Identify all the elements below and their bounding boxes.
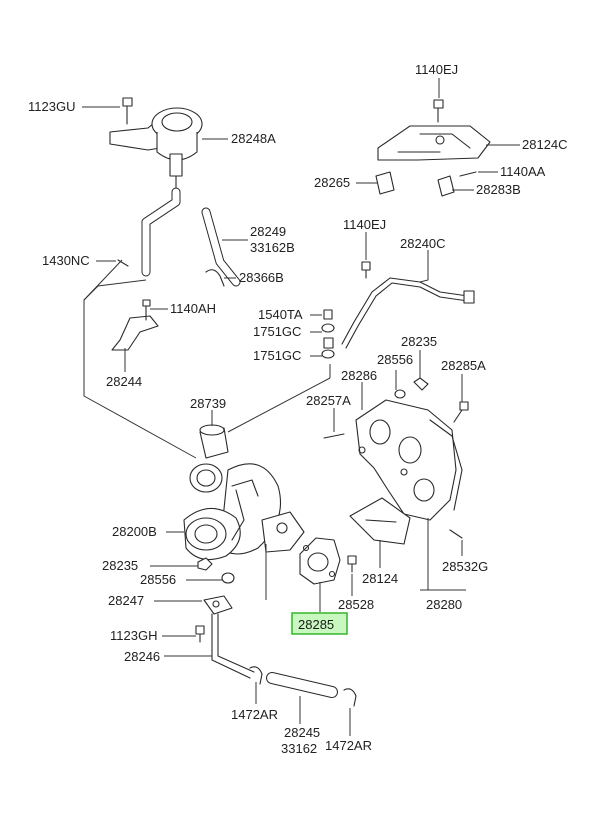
bolt-28528 (347, 555, 357, 573)
label-28285a[interactable]: 28285A (441, 358, 486, 373)
bracket-28283b (437, 175, 455, 197)
washer-upper (394, 389, 406, 399)
label-28366b[interactable]: 28366B (239, 270, 284, 285)
exhaust-manifold (355, 399, 463, 521)
nut-upper (413, 377, 429, 391)
bolt-1123gu (122, 97, 133, 125)
wastegate-actuator (109, 107, 203, 193)
label-1140aa[interactable]: 1140AA (500, 164, 546, 179)
bolt-1140aa (459, 171, 477, 177)
heat-shield-lower (349, 497, 411, 545)
label-1123gu[interactable]: 1123GU (28, 99, 75, 114)
routing-line-left (83, 259, 197, 459)
label-28244[interactable]: 28244 (106, 374, 142, 389)
label-28245[interactable]: 28245 (284, 725, 320, 740)
callout-labels: 1140EJ 1123GU 28248A 28124C 28265 1140AA… (28, 62, 568, 756)
label-1472ar-b[interactable]: 1472AR (325, 738, 372, 753)
oil-return-hose (249, 666, 357, 707)
label-28257a[interactable]: 28257A (306, 393, 351, 408)
label-28235-bot[interactable]: 28235 (102, 558, 138, 573)
label-28246[interactable]: 28246 (124, 649, 160, 664)
label-28124c[interactable]: 28124C (522, 137, 568, 152)
bracket-28244 (111, 299, 159, 351)
label-28240c[interactable]: 28240C (400, 236, 446, 251)
label-28249[interactable]: 28249 (250, 224, 286, 239)
label-1472ar-a[interactable]: 1472AR (231, 707, 278, 722)
leader-lines (82, 78, 520, 736)
turbocharger (183, 463, 305, 561)
clamp-28366b (205, 269, 225, 287)
label-1140ej-mid[interactable]: 1140EJ (343, 217, 386, 232)
label-28528[interactable]: 28528 (338, 597, 374, 612)
oil-feed-pipe (341, 261, 475, 349)
label-28286[interactable]: 28286 (341, 368, 377, 383)
stud-28257a (323, 433, 345, 439)
bolt-1140ej-top (433, 99, 444, 123)
label-28556-bot[interactable]: 28556 (140, 572, 176, 587)
label-28248a[interactable]: 28248A (231, 131, 276, 146)
label-33162b[interactable]: 33162B (250, 240, 295, 255)
label-28247[interactable]: 28247 (108, 593, 144, 608)
label-28124[interactable]: 28124 (362, 571, 398, 586)
label-28280[interactable]: 28280 (426, 597, 462, 612)
stud-28532g (449, 529, 463, 539)
banjo-bolt-washers (321, 309, 335, 359)
label-1430nc[interactable]: 1430NC (42, 253, 90, 268)
label-1751gc-a[interactable]: 1751GC (253, 324, 301, 339)
inlet-pipe-28739 (199, 424, 229, 459)
bracket-28265 (375, 171, 395, 195)
bolt-28285a (453, 401, 469, 423)
label-28739[interactable]: 28739 (190, 396, 226, 411)
label-33162[interactable]: 33162 (281, 741, 317, 756)
label-1751gc-b[interactable]: 1751GC (253, 348, 301, 363)
label-1540ta[interactable]: 1540TA (258, 307, 303, 322)
label-1140ah[interactable]: 1140AH (170, 301, 216, 316)
highlighted-part-box[interactable] (291, 612, 348, 635)
routing-line-oil-2 (227, 377, 331, 433)
label-28235-top[interactable]: 28235 (401, 334, 437, 349)
oil-drain-assembly (195, 595, 255, 679)
vacuum-hose-28249 (141, 187, 241, 287)
label-1140ej-top[interactable]: 1140EJ (415, 62, 458, 77)
label-28285-highlighted[interactable]: 28285 (298, 617, 334, 632)
heat-shield-upper (377, 125, 491, 161)
clip-1430nc (117, 259, 129, 267)
routing-line-top (83, 279, 147, 301)
label-28532g[interactable]: 28532G (442, 559, 488, 574)
label-1123gh[interactable]: 1123GH (110, 628, 157, 643)
label-28283b[interactable]: 28283B (476, 182, 521, 197)
label-28265[interactable]: 28265 (314, 175, 350, 190)
label-28200b[interactable]: 28200B (112, 524, 157, 539)
label-28556-top[interactable]: 28556 (377, 352, 413, 367)
nut-washer-lower (197, 557, 235, 584)
gasket-28285 (299, 537, 341, 585)
